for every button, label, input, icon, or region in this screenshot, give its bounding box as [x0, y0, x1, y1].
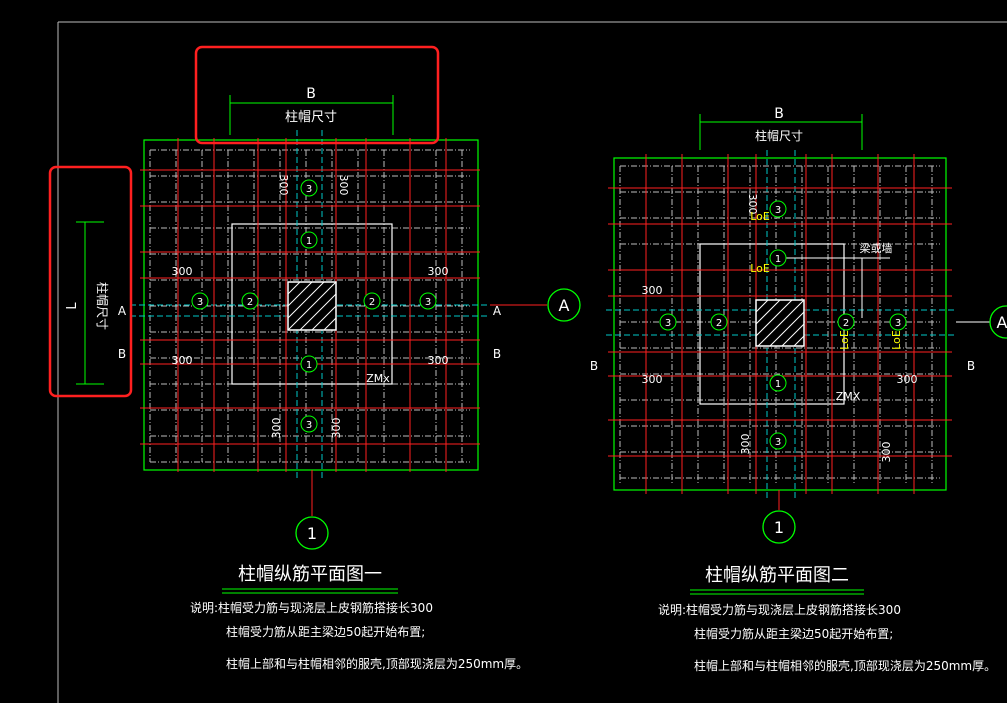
left-grid-1-bubble: [295, 516, 329, 550]
right-dim-300-f: 300: [880, 442, 893, 463]
right-cap-outline: [613, 157, 947, 491]
right-title: 柱帽纵筋平面图二: [705, 565, 849, 586]
right-drawing: B 柱帽尺寸 梁或墙 B B 300 300 300 300 300 300 L…: [590, 106, 1007, 673]
svg-text:3: 3: [197, 297, 203, 308]
left-bar-marker: 3: [300, 179, 318, 197]
right-bar-marker: 3: [769, 432, 787, 450]
left-dim-300-e: 300: [277, 175, 290, 196]
right-bar-marker: 1: [769, 374, 787, 392]
left-dim-300-d: 300: [428, 354, 449, 367]
right-grid-a-text: A: [997, 313, 1007, 332]
right-dim-b-label: 柱帽尺寸: [755, 128, 803, 143]
left-bar-marker: 1: [300, 231, 318, 249]
svg-text:2: 2: [247, 297, 253, 308]
left-dim-300-h: 300: [330, 418, 343, 439]
svg-text:1: 1: [306, 236, 312, 247]
right-grid-1-text: 1: [774, 518, 784, 537]
left-mark-zmx: ZMx: [366, 372, 390, 385]
left-column-hatch: [287, 281, 337, 331]
right-dim-300-e: 300: [739, 434, 752, 455]
right-note-2: 柱帽受力筋从距主梁边50起开始布置;: [694, 626, 893, 641]
right-dim-300-d: 300: [746, 194, 759, 215]
svg-text:3: 3: [775, 437, 781, 448]
left-dim-300-b: 300: [428, 265, 449, 278]
left-bar-marker: 2: [241, 292, 259, 310]
left-grid-a-bubble: [547, 288, 581, 322]
left-note-2: 柱帽受力筋从距主梁边50起开始布置;: [226, 624, 425, 639]
right-loe-2: LoE: [750, 262, 770, 275]
svg-text:2: 2: [843, 318, 849, 329]
right-bar-marker: 2: [837, 313, 855, 331]
right-bar-marker: 3: [659, 313, 677, 331]
svg-text:1: 1: [775, 254, 781, 265]
left-bar-marker: 3: [191, 292, 209, 310]
right-column-hatch: [755, 299, 805, 347]
right-beam-label: 梁或墙: [860, 241, 893, 255]
right-loe-3: LoE: [838, 330, 851, 350]
left-drawing: B 柱帽尺寸 L 柱帽尺寸 A A B B 300 300 300 300 30…: [65, 86, 581, 671]
highlight-box-length: [48, 165, 133, 398]
left-axis-a-right: A: [493, 304, 502, 318]
right-loe-1: LoE: [750, 210, 770, 223]
left-bar-marker: 1: [300, 355, 318, 373]
right-axis-b-left: B: [590, 359, 598, 373]
right-grid-a-bubble: [989, 305, 1007, 339]
left-dim-b-label: 柱帽尺寸: [285, 109, 337, 125]
left-inner-outline: [231, 223, 393, 385]
right-dim-300-c: 300: [897, 373, 918, 386]
svg-text:3: 3: [306, 420, 312, 431]
svg-text:3: 3: [425, 297, 431, 308]
right-bar-marker: 3: [889, 313, 907, 331]
left-dim-l-text: L: [65, 302, 80, 310]
left-axis-b-right: B: [493, 347, 501, 361]
highlight-box-width: [194, 45, 440, 145]
right-grid-1-bubble: [762, 510, 796, 544]
svg-text:3: 3: [895, 318, 901, 329]
right-note-3: 柱帽上部和与柱帽相邻的服壳,顶部现浇层为250mm厚。: [694, 658, 996, 673]
left-note-3: 柱帽上部和与柱帽相邻的服壳,顶部现浇层为250mm厚。: [226, 656, 528, 671]
right-loe-4: LoE: [890, 330, 903, 350]
right-note-1: 说明:柱帽受力筋与现浇层上皮钢筋搭接长300: [658, 602, 901, 617]
left-grid-1-text: 1: [307, 524, 317, 543]
left-dim-300-g: 300: [270, 418, 283, 439]
left-dim-l-label: 柱帽尺寸: [95, 282, 110, 330]
svg-text:1: 1: [306, 360, 312, 371]
left-dim-300-f: 300: [337, 175, 350, 196]
right-dim-300-a: 300: [642, 284, 663, 297]
svg-text:2: 2: [369, 297, 375, 308]
left-axis-b-left: B: [118, 347, 126, 361]
svg-text:1: 1: [775, 379, 781, 390]
right-bar-marker: 2: [710, 313, 728, 331]
left-bar-marker: 2: [363, 292, 381, 310]
right-dim-300-b: 300: [642, 373, 663, 386]
right-axis-b-right: B: [967, 359, 975, 373]
left-dim-b-text: B: [306, 86, 316, 102]
svg-text:3: 3: [306, 184, 312, 195]
left-note-1: 说明:柱帽受力筋与现浇层上皮钢筋搭接长300: [190, 600, 433, 615]
left-grid-a-text: A: [559, 296, 570, 315]
right-bar-marker: 3: [769, 200, 787, 218]
left-dim-300-a: 300: [172, 265, 193, 278]
left-axis-a-left: A: [118, 304, 127, 318]
svg-text:2: 2: [716, 318, 722, 329]
left-bar-marker: 3: [419, 292, 437, 310]
left-dim-300-c: 300: [172, 354, 193, 367]
svg-text:3: 3: [775, 205, 781, 216]
right-dim-b-text: B: [774, 106, 784, 122]
right-bar-marker: 1: [769, 249, 787, 267]
svg-text:3: 3: [665, 318, 671, 329]
left-title: 柱帽纵筋平面图一: [238, 564, 382, 585]
right-mark-zmx: ZMX: [836, 390, 861, 403]
left-bar-marker: 3: [300, 415, 318, 433]
